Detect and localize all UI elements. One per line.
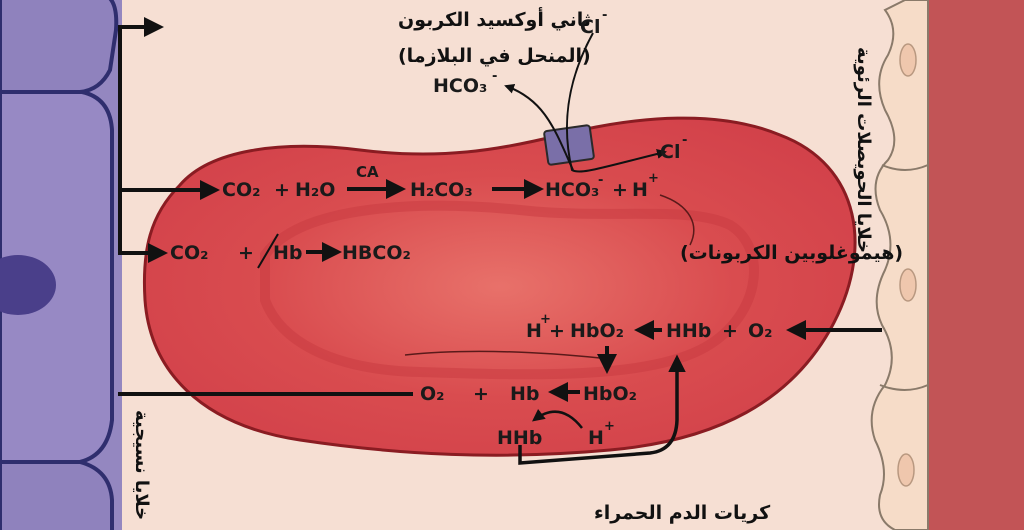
arrow-hco3-out [504, 84, 574, 171]
tissue-cells [0, 0, 122, 530]
cl-out: Cl [660, 141, 680, 163]
arrows [118, 17, 882, 465]
hco3-out-charge: - [492, 69, 497, 84]
co2-plasma-label-sub: (المنحل في البلازما) [398, 45, 591, 67]
r5-h: H [588, 427, 604, 449]
capillary-wall [928, 0, 1024, 530]
reaction-carbonic: CO₂ + H₂O CA H₂CO₃ HCO₃ - + H + [222, 163, 659, 201]
r4-hbo2: HbO₂ [583, 383, 637, 405]
alveolar-nucleus-icon [899, 43, 917, 77]
arrow-h-binding [532, 408, 583, 429]
r3-plus: + [549, 320, 565, 342]
r3-o2: O₂ [748, 320, 772, 342]
cl-out-charge: - [682, 133, 687, 148]
r4-hb: Hb [510, 383, 540, 405]
r1-h-charge: + [648, 171, 659, 186]
r2-hbco2: HBCO₂ [342, 242, 411, 264]
r1-h: H [632, 179, 648, 201]
r2-hb: Hb [273, 242, 303, 264]
r3-plus2: + [722, 320, 738, 342]
r1-hco3: HCO₃ [545, 179, 599, 201]
r4-plus: + [473, 383, 489, 405]
r1-h2co3: H₂CO₃ [410, 179, 473, 201]
arrow-co2-to-plasma [118, 17, 164, 190]
alveolar-nucleus-icon [899, 268, 917, 302]
co2-plasma-label: ثاني أوكسيد الكربون [398, 7, 591, 31]
carbaminohemoglobin-label: (هيموغلوبين الكربونات) [680, 242, 903, 264]
tissue-cells-label: خلايا نسيجية [131, 410, 152, 520]
r2-co2: CO₂ [170, 242, 208, 264]
r3-h: H [526, 320, 542, 342]
r1-plus: + [274, 179, 290, 201]
r1-co2: CO₂ [222, 179, 260, 201]
r1-enzyme-ca: CA [356, 163, 379, 181]
r3-hhb: HHb [666, 320, 711, 342]
r5-hhb: HHb [497, 427, 542, 449]
nucleus-icon [0, 255, 56, 315]
r1-hco3-charge: - [598, 173, 603, 188]
r3-h-charge: + [540, 312, 551, 327]
alveolar-nucleus-icon [897, 453, 915, 487]
r2-plus: + [238, 242, 254, 264]
alveolar-cells [870, 0, 929, 530]
r1-plus2: + [612, 179, 628, 201]
r4-o2: O₂ [420, 383, 444, 405]
thin-hb-line [257, 233, 279, 269]
rbc-label: كريات الدم الحمراء [594, 502, 771, 524]
arrow-hhb-loop [518, 354, 686, 465]
chloride-shift: Cl - HCO₃ - Cl - [433, 8, 687, 163]
reaction-oxygenation: H + + HbO₂ HHb + O₂ [526, 312, 772, 342]
reaction-carbamino: CO₂ + Hb HBCO₂ [170, 242, 411, 264]
red-blood-cell [142, 116, 857, 457]
cl-in: Cl [580, 16, 600, 38]
cl-in-charge: - [602, 8, 607, 23]
r3-hbo2: HbO₂ [570, 320, 624, 342]
r5-h-charge: + [604, 419, 615, 434]
alveolar-cells-label: خلايا الحويصلات الرئوية [853, 47, 874, 253]
hco3-out: HCO₃ [433, 75, 487, 97]
reaction-release: O₂ + Hb HbO₂ [420, 383, 637, 405]
arrow-co2-to-hb [118, 190, 168, 263]
reaction-buffering: HHb H + [497, 419, 615, 449]
r1-h2o: H₂O [295, 179, 335, 201]
